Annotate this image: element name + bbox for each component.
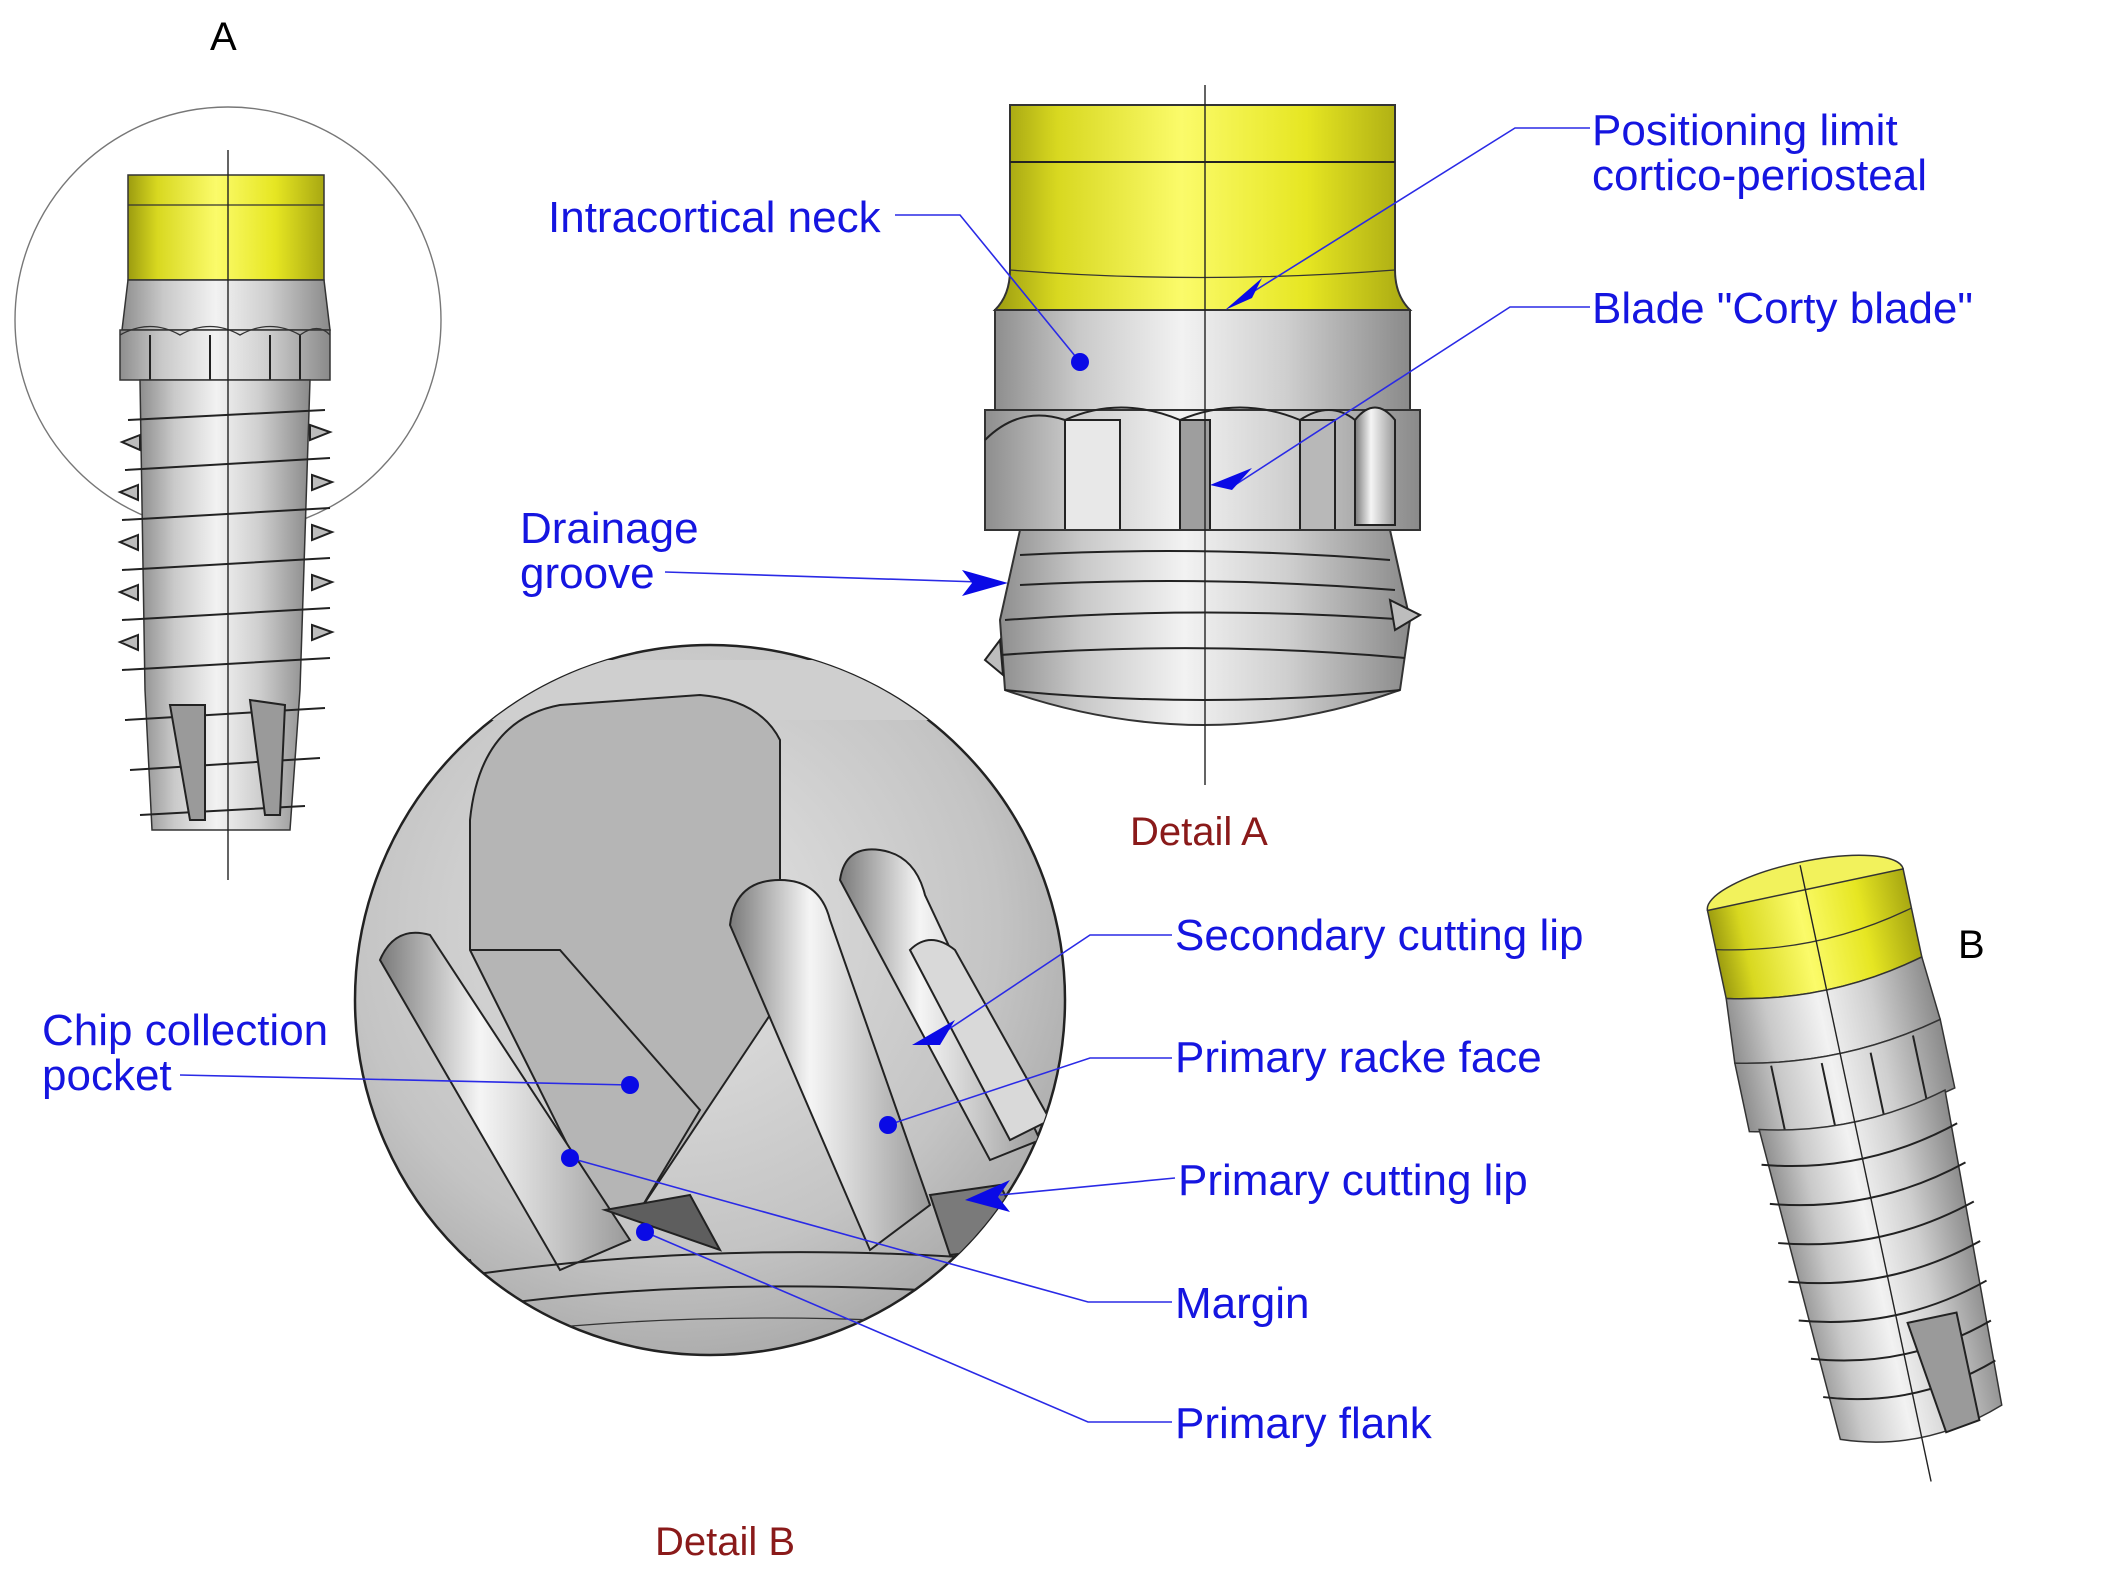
- detail-a-annotations: Positioning limit cortico-periosteal Int…: [520, 106, 1973, 598]
- detail-a-collar: [992, 104, 1413, 311]
- label-intracortical-neck: Intracortical neck: [548, 193, 882, 242]
- detail-b-primary-blade: [728, 878, 932, 1252]
- label-positioning-limit-2: cortico-periosteal: [1592, 151, 1927, 200]
- label-primary-cutting-lip: Primary cutting lip: [1178, 1156, 1528, 1205]
- label-blade: Blade "Corty blade": [1592, 284, 1973, 333]
- detail-b-chip-pocket: [469, 693, 781, 1211]
- detail-b-left-flute: [378, 931, 632, 1272]
- arrow-positioning-limit: [1225, 278, 1262, 310]
- detail-b-caption: Detail B: [655, 1520, 795, 1564]
- detail-b-margin-face: [601, 1193, 723, 1252]
- view-a-neck: [121, 279, 331, 331]
- view-b-letter: B: [1958, 923, 1985, 967]
- detail-a-caption: Detail A: [1130, 810, 1268, 854]
- dot-margin: [561, 1149, 579, 1167]
- arrow-secondary-cutting-lip: [912, 1020, 955, 1045]
- label-primary-racke-face: Primary racke face: [1175, 1033, 1542, 1082]
- label-positioning-limit: Positioning limit: [1592, 106, 1898, 155]
- arrow-primary-cutting-lip: [965, 1180, 1010, 1212]
- view-a-threads: [117, 409, 335, 821]
- label-chip-collection-pocket-2: pocket: [42, 1051, 172, 1100]
- detail-a-neck: [994, 309, 1411, 411]
- view-a-blades: [119, 325, 331, 381]
- detail-a-drawing: [983, 85, 1423, 785]
- detail-b-drawing: [353, 643, 1067, 1357]
- label-margin: Margin: [1175, 1279, 1310, 1328]
- arrow-drainage-groove: [962, 570, 1008, 596]
- view-a-letter: A: [210, 15, 237, 59]
- view-a-threaded-body: [139, 379, 311, 831]
- detail-b-annotations: Secondary cutting lip Chip collection po…: [42, 911, 1583, 1448]
- label-chip-collection-pocket: Chip collection: [42, 1006, 328, 1055]
- label-drainage-groove-2: groove: [520, 549, 655, 598]
- implant-view-a: A: [14, 15, 442, 880]
- arrow-blade: [1210, 468, 1252, 490]
- label-primary-flank: Primary flank: [1175, 1399, 1433, 1448]
- label-drainage-groove: Drainage: [520, 504, 699, 553]
- dot-chip-collection-pocket: [621, 1076, 639, 1094]
- dot-primary-flank: [636, 1223, 654, 1241]
- dot-primary-racke-face: [879, 1116, 897, 1134]
- label-secondary-cutting-lip: Secondary cutting lip: [1175, 911, 1583, 960]
- detail-a-blades: [984, 406, 1421, 531]
- implant-view-b: [1706, 854, 2003, 1482]
- dot-intracortical-neck: [1071, 353, 1089, 371]
- view-a-collar: [127, 174, 325, 281]
